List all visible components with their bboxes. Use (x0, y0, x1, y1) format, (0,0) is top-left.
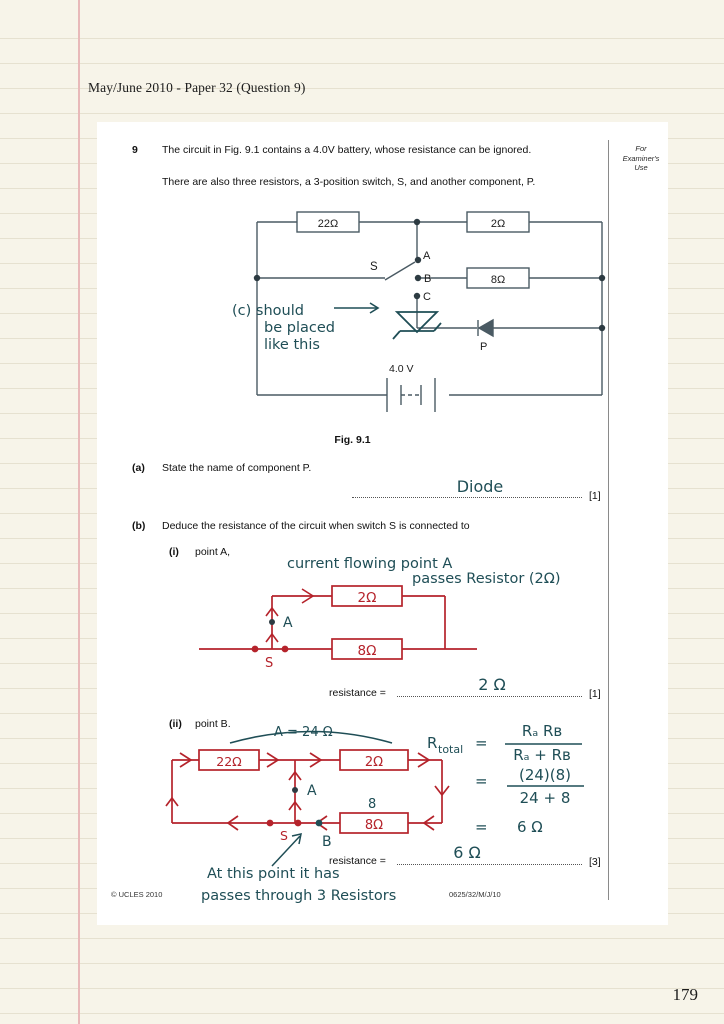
node-right-c (598, 324, 606, 332)
fig-point-a-label: A (423, 250, 431, 262)
hw1-switch-dot-left (251, 645, 259, 653)
part-b-i-text: point A, (195, 546, 231, 558)
fig-resistor-2-label: 2Ω (491, 218, 505, 230)
paper-margin-line (78, 0, 80, 1024)
fig-switch-label: S (370, 261, 378, 273)
circuit-note-line3: like this (264, 337, 320, 353)
question-number: 9 (132, 144, 138, 156)
part-a-answer-line (352, 497, 582, 498)
part-b-i-answer-hw: 2 Ω (478, 675, 506, 694)
footer-copyright: © UCLES 2010 (111, 890, 163, 899)
examiner-label-line2: Examiner's (622, 153, 660, 163)
hw1-point-a-dot (269, 619, 275, 625)
working-eq-2: = (475, 772, 488, 790)
handwritten-circuit-note: (c) should be placed like this (232, 302, 442, 353)
circuit-note-line2: be placed (264, 320, 335, 336)
part-b-ii-label: (ii) (169, 718, 182, 730)
part-b-ii-answer-prefix: resistance = (329, 855, 386, 867)
part-b-ii-answer-text: 6 Ω (453, 843, 481, 862)
node-top (413, 218, 421, 226)
working-lhs-sub: total (438, 743, 463, 756)
examiner-use-column (608, 140, 667, 900)
figure-9-1-circuit: 22Ω 2Ω 8Ω S A B C P 4.0 V (c) should be … (232, 211, 606, 412)
part-a-marks: [1] (589, 490, 601, 502)
part-a-answer-text: Diode (457, 477, 504, 496)
working-lhs: R (427, 734, 437, 752)
examiner-label-line3: Use (634, 163, 648, 172)
hw2-pointer-arrow (271, 835, 301, 867)
part-b-i-answer-text: 2 Ω (478, 675, 506, 694)
part-a-label: (a) (132, 462, 145, 474)
part-b-ii-answer-hw: 6 Ω (453, 843, 481, 862)
working-frac1-den: Rₐ + Rʙ (513, 746, 571, 764)
circuit-note-line1: (c) should (232, 303, 304, 319)
hw1-switch-dot-right (281, 645, 289, 653)
working-frac2-den: 24 + 8 (520, 789, 571, 807)
hw2-branch-a-value: A = 24 Ω (274, 725, 333, 740)
hw2-branch-a-arc (229, 730, 393, 744)
question-stem-line1: The circuit in Fig. 9.1 contains a 4.0V … (162, 144, 532, 156)
fig-battery-label: 4.0 V (389, 363, 414, 375)
node-right-b (598, 274, 606, 282)
hw2-resistor-22-label: 22Ω (216, 754, 242, 769)
hw2-switch-dot-left (266, 819, 274, 827)
fig-point-c-label: C (423, 291, 431, 303)
hw1-resistor-8-label: 8Ω (358, 643, 377, 659)
hw1-switch-label: S (265, 656, 273, 671)
question-stem-line2: There are also three resistors, a 3-posi… (162, 176, 536, 188)
working-result: 6 Ω (517, 818, 543, 836)
page-number: 179 (672, 985, 699, 1004)
working-frac2-num: (24)(8) (519, 766, 571, 784)
hw2-point-a-label: A (307, 783, 317, 799)
part-b-label: (b) (132, 520, 146, 532)
part-b-text: Deduce the resistance of the circuit whe… (162, 520, 470, 532)
fig-resistor-8-label: 8Ω (491, 274, 505, 286)
footer-paper-code: 0625/32/M/J/10 (449, 890, 501, 899)
bottom-note-line2: passes through 3 Resistors (201, 888, 396, 904)
working-eq-3: = (475, 818, 488, 836)
fig-resistor-22-label: 22Ω (318, 218, 338, 230)
examiner-label-line1: For (635, 144, 647, 153)
hw2-point-b-dot (315, 819, 323, 827)
part-a-answer-hw: Diode (457, 477, 504, 496)
hw1-annotation-line1: current flowing point A (287, 556, 452, 572)
hw2-resistor-8-label: 8Ω (365, 818, 383, 833)
part-a-text: State the name of component P. (162, 462, 312, 474)
hw2-point-a-dot (292, 787, 298, 793)
hw1-point-a-label: A (283, 615, 293, 631)
exam-paper-sheet: For Examiner's Use 9 The circuit in Fig.… (97, 122, 668, 925)
working-frac1-num: Rₐ Rʙ (522, 722, 562, 740)
node-left (253, 274, 261, 282)
hw1-resistor-2-label: 2Ω (358, 590, 377, 606)
part-b-ii-marks: [3] (589, 856, 601, 868)
hw2-switch-label: S (280, 828, 288, 843)
part-b-ii-text: point B. (195, 718, 231, 730)
contact-b (414, 274, 422, 282)
part-b-i-label: (i) (169, 546, 179, 558)
part-b-i-answer-prefix: resistance = (329, 687, 386, 699)
contact-c (413, 292, 421, 300)
part-b-ii-answer-line (397, 864, 582, 865)
examiner-use-label: For Examiner's Use (615, 144, 667, 173)
handwritten-bottom-note: At this point it has passes through 3 Re… (201, 866, 396, 904)
hw1-annotation-line2: passes Resistor (2Ω) (412, 571, 561, 587)
working-eq-1: = (475, 734, 488, 752)
part-b-i-marks: [1] (589, 688, 601, 700)
hw2-switch-dot-right (294, 819, 302, 827)
fig-component-p-label: P (480, 341, 487, 353)
hw2-point-b-label: B (322, 834, 332, 850)
figure-caption: Fig. 9.1 (334, 434, 371, 446)
part-b-i-answer-line (397, 696, 582, 697)
contact-a (414, 256, 422, 264)
hw2-branch-b-value: 8 (368, 797, 376, 812)
handwritten-diagram-point-b: 22Ω 2Ω 8Ω A B S A = 24 Ω 8 (165, 725, 450, 867)
bottom-note-line1: At this point it has (207, 866, 340, 882)
page-header-title: May/June 2010 - Paper 32 (Question 9) (88, 80, 306, 95)
handwritten-working: R total = Rₐ Rʙ Rₐ + Rʙ = (24)(8) 24 + 8… (427, 722, 584, 836)
handwritten-diagram-point-a: 2Ω 8Ω A S current flowing point A passes… (199, 556, 561, 671)
fig-point-b-label: B (424, 273, 431, 285)
hw2-resistor-2-label: 2Ω (365, 755, 383, 770)
